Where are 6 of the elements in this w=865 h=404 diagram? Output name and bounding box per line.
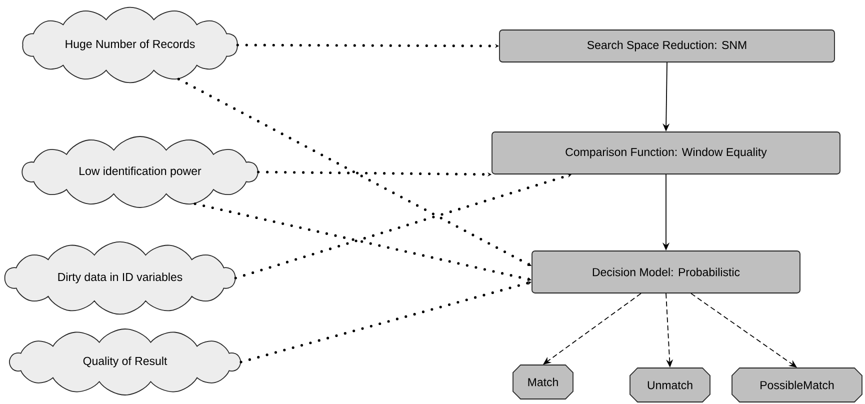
outcome-octagon: PossibleMatch xyxy=(732,368,862,402)
process-box: Comparison Function: Window Equality xyxy=(492,132,840,174)
outcome-octagon: Match xyxy=(512,364,574,400)
outcome-octagon: Unmatch xyxy=(630,368,710,402)
process-box: Search Space Reduction: SNM xyxy=(499,30,835,62)
process-box: Decision Model: Probabilistic xyxy=(532,250,800,294)
